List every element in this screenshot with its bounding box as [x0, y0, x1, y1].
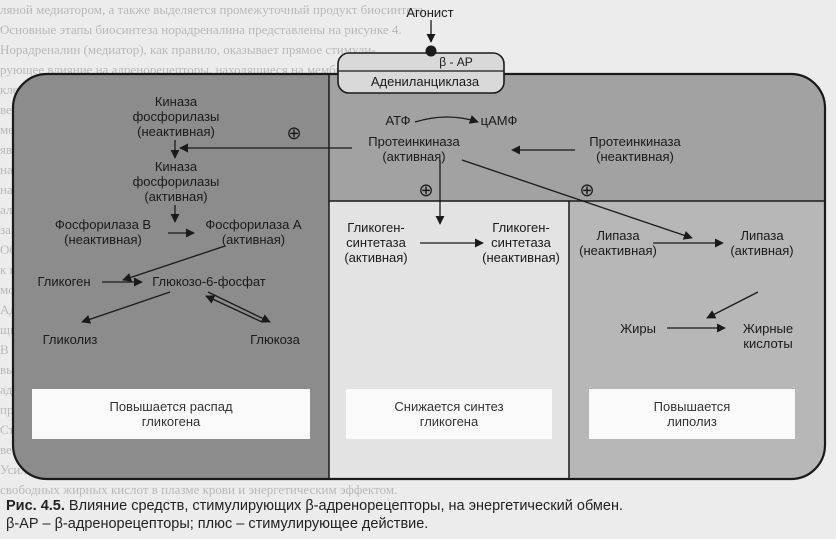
caption-label: Рис. 4.5. — [6, 498, 65, 514]
background-text-line: Основные этапы биосинтеза норадреналина … — [0, 22, 402, 37]
glucose-6-phosphate-label: Глюкозо-6-фосфат — [152, 274, 266, 289]
plus-stimulation-icon: ⊕ — [579, 180, 595, 200]
glycolysis-label: Гликолиз — [42, 332, 98, 347]
adenylate-cyclase-shape — [337, 52, 505, 94]
background-text-line: ляной медиатором, а также выделяется про… — [0, 2, 427, 17]
plus-stimulation-icon: ⊕ — [418, 180, 434, 200]
lipase-active-label: Липаза(активная) — [730, 228, 794, 258]
background-text-line: свободных жирных кислот в плазме крови и… — [0, 482, 398, 497]
background-text-line: Норадреналин (медиатор), как правило, ок… — [0, 42, 376, 57]
plus-stimulation-icon: ⊕ — [286, 123, 302, 143]
glycogen-synthase-inactive-label: Гликоген-синтетаза(неактивная) — [482, 220, 560, 265]
glycogen-synthase-active-label: Гликоген-синтетаза(активная) — [344, 220, 408, 265]
protein-kinase-inactive-label: Протеинкиназа(неактивная) — [589, 134, 681, 164]
agonist-label: Агонист — [406, 5, 454, 20]
lipase-inactive-label: Липаза(неактивная) — [579, 228, 657, 258]
beta-receptor-label: β - АР — [439, 55, 473, 69]
camp-label: цАМФ — [480, 113, 518, 128]
protein-kinase-active-label: Протеинкиназа(активная) — [368, 134, 460, 164]
receptor-dot — [425, 45, 437, 57]
adenylate-cyclase-label: Адениланциклаза — [370, 74, 480, 89]
caption-line-1: Влияние средств, стимулирующих β-адренор… — [64, 498, 623, 514]
arrows — [81, 20, 759, 333]
fats-label: Жиры — [620, 321, 656, 336]
phosphorylase-b-label: Фосфорилаза В(неактивная) — [54, 217, 152, 247]
phosphorylase-a-label: Фосфорилаза А(активная) — [205, 217, 302, 247]
glucose-label: Глюкоза — [250, 332, 300, 347]
figure-caption: Рис. 4.5. Влияние средств, стимулирующих… — [6, 497, 832, 533]
glycogen-label: Гликоген — [37, 274, 91, 289]
caption-line-2: β-АР – β-адренорецепторы; плюс – стимули… — [6, 516, 429, 532]
atp-label: АТФ — [385, 113, 411, 128]
